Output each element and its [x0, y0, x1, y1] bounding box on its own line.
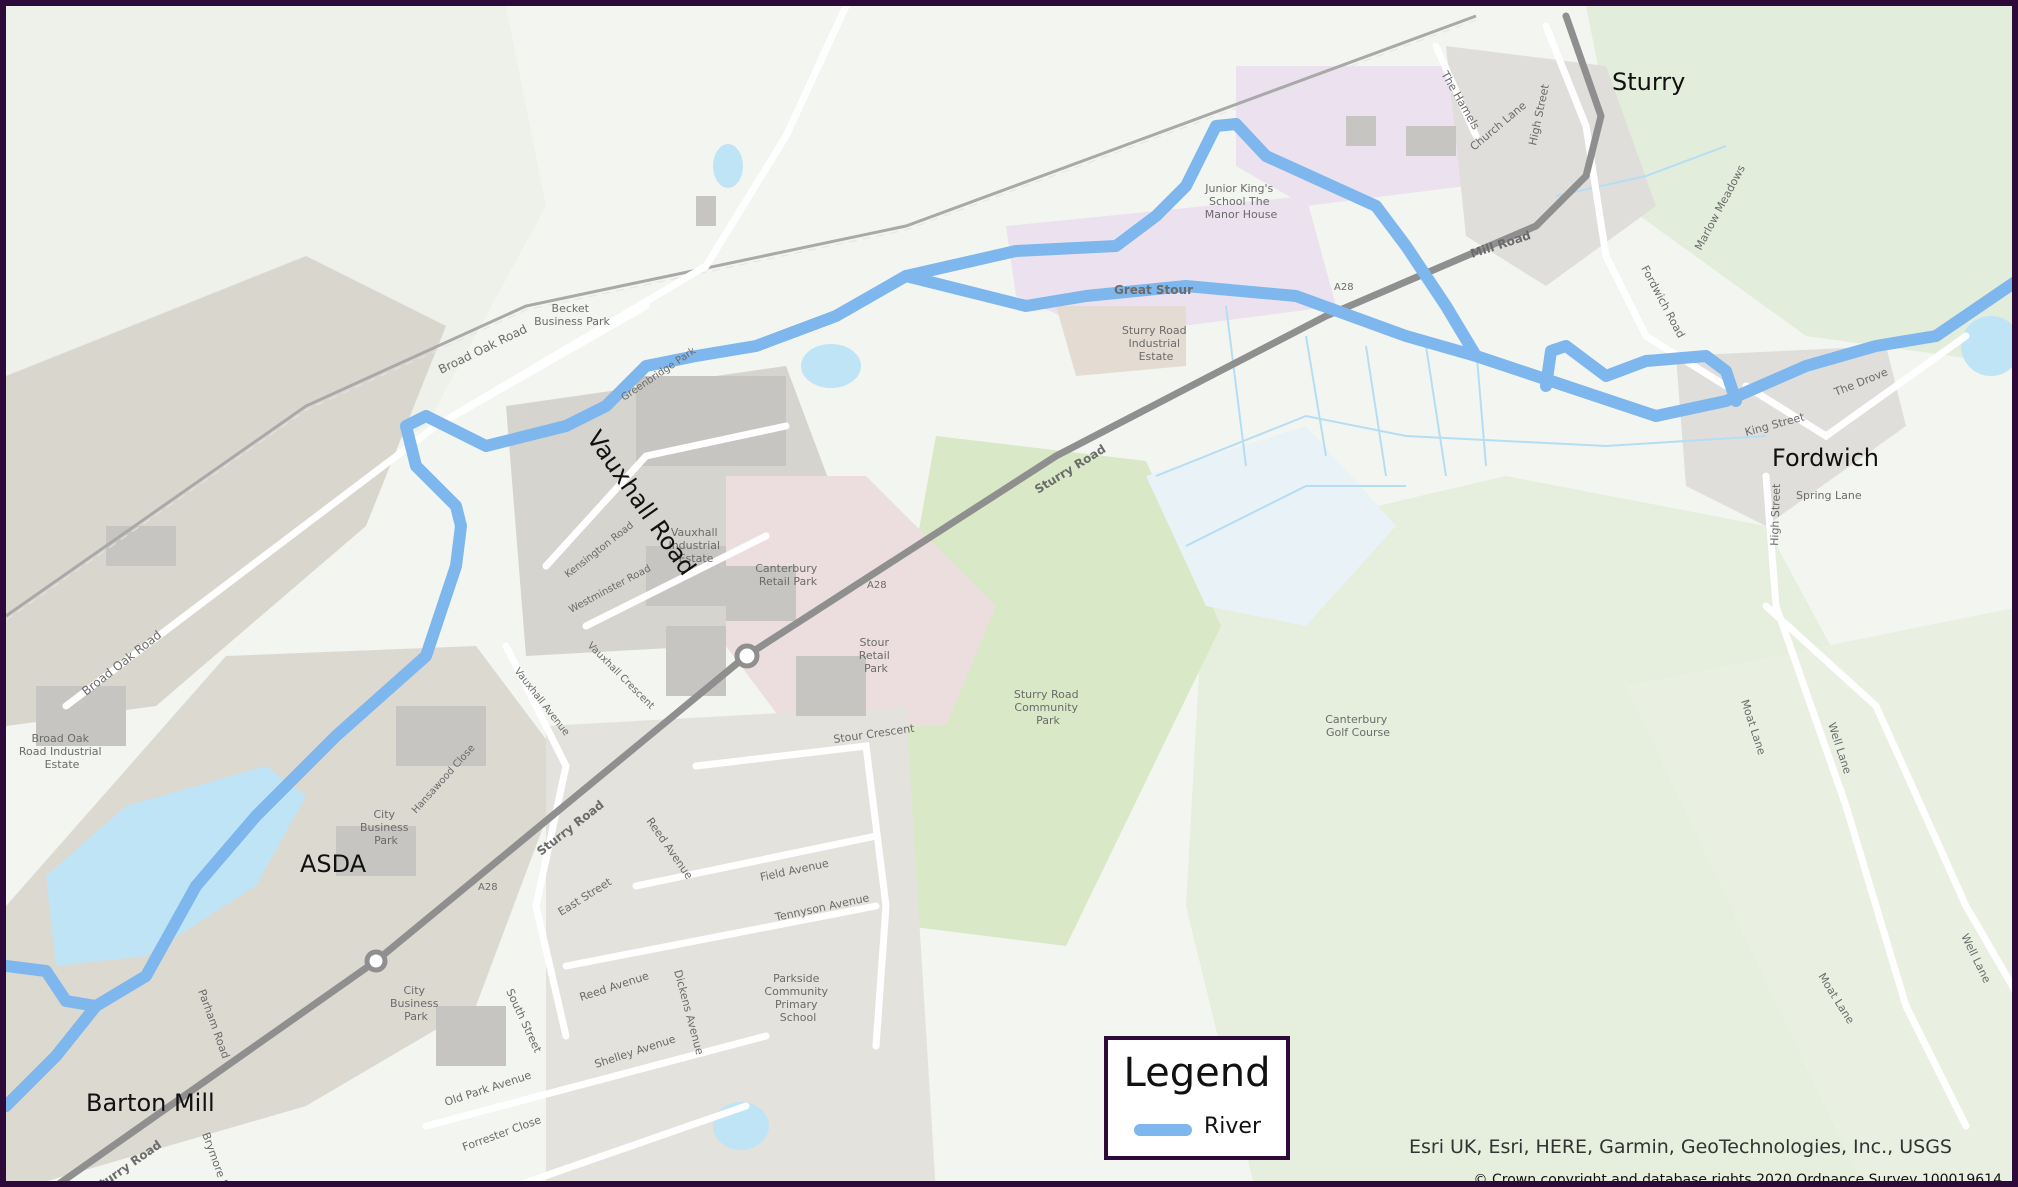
label-a28-3: A28 — [478, 882, 498, 893]
golf-course-area — [1186, 476, 1906, 1181]
roundabout-city — [364, 949, 388, 973]
label-a28-2: A28 — [1334, 282, 1354, 293]
label-a28-1: A28 — [867, 580, 887, 591]
marsh-area — [1146, 426, 1396, 626]
woodland-ne — [1586, 6, 2012, 365]
building-footprints — [36, 116, 1456, 1066]
label-great-stour: Great Stour — [1114, 283, 1193, 297]
urban-west — [6, 256, 446, 726]
label-becket-business-park: Becket Business Park — [534, 302, 610, 328]
urban-southwest — [6, 646, 566, 1181]
pond-east — [1961, 316, 2012, 376]
drainage-ditches — [1155, 145, 1767, 547]
a28-sturry-road — [56, 12, 1605, 1181]
industrial-estate-area — [1056, 306, 1186, 376]
label-high-street-2: High Street — [1768, 483, 1783, 546]
label-city-business-park-2: City Business Park — [390, 984, 442, 1023]
label-community-park: Sturry Road Community Park — [1014, 688, 1082, 727]
label-parkside-school: Parkside Community Primary School — [764, 972, 831, 1024]
label-canterbury-retail-park: Canterbury Retail Park — [755, 562, 820, 588]
label-junior-kings-school: Junior King's School The Manor House — [1204, 182, 1277, 221]
pond-centre — [801, 344, 861, 388]
roundabout-retail — [734, 643, 760, 669]
legend-title: Legend — [1123, 1050, 1271, 1096]
map-canvas[interactable]: Broad Oak Road Broad Oak Road Sturry Roa… — [6, 6, 2018, 1187]
railway-line-dash — [6, 19, 1477, 621]
place-label-fordwich: Fordwich — [1772, 444, 1879, 472]
urban-south — [546, 706, 936, 1181]
map-legend: Legend River — [1104, 1036, 1290, 1160]
label-city-business-park-1: City Business Park — [360, 808, 412, 847]
pond-north — [713, 144, 743, 188]
lake-west — [46, 766, 306, 966]
label-stour-retail-park: Stour Retail Park — [859, 636, 894, 675]
river-great-stour — [6, 118, 2012, 1112]
place-label-sturry: Sturry — [1612, 68, 1685, 96]
woodland-se — [1626, 608, 2012, 1181]
label-vauxhall-industrial-estate: Vauxhall Industrial Estate — [668, 526, 723, 565]
minor-roads — [62, 6, 2012, 1181]
label-broad-oak-industrial-estate: Broad Oak Road Industrial Estate — [19, 732, 105, 771]
label-sturry-road-industrial-estate: Sturry Road Industrial Estate — [1122, 324, 1190, 363]
poi-labels: Becket Business Park Junior King's Schoo… — [19, 182, 1390, 1024]
railway-line — [6, 14, 1477, 618]
legend-river-label: River — [1204, 1114, 1261, 1139]
label-spring-lane: Spring Lane — [1796, 489, 1862, 502]
place-label-barton-mill: Barton Mill — [86, 1089, 215, 1117]
map-attribution: Esri UK, Esri, HERE, Garmin, GeoTechnolo… — [1408, 1136, 1952, 1158]
map-copyright: © Crown copyright and database rights 20… — [1473, 1172, 2002, 1187]
place-label-asda: ASDA — [300, 850, 367, 878]
label-golf-course: Canterbury Golf Course — [1325, 713, 1390, 739]
community-park-area — [876, 436, 1221, 946]
legend-river-swatch — [1134, 1124, 1192, 1136]
